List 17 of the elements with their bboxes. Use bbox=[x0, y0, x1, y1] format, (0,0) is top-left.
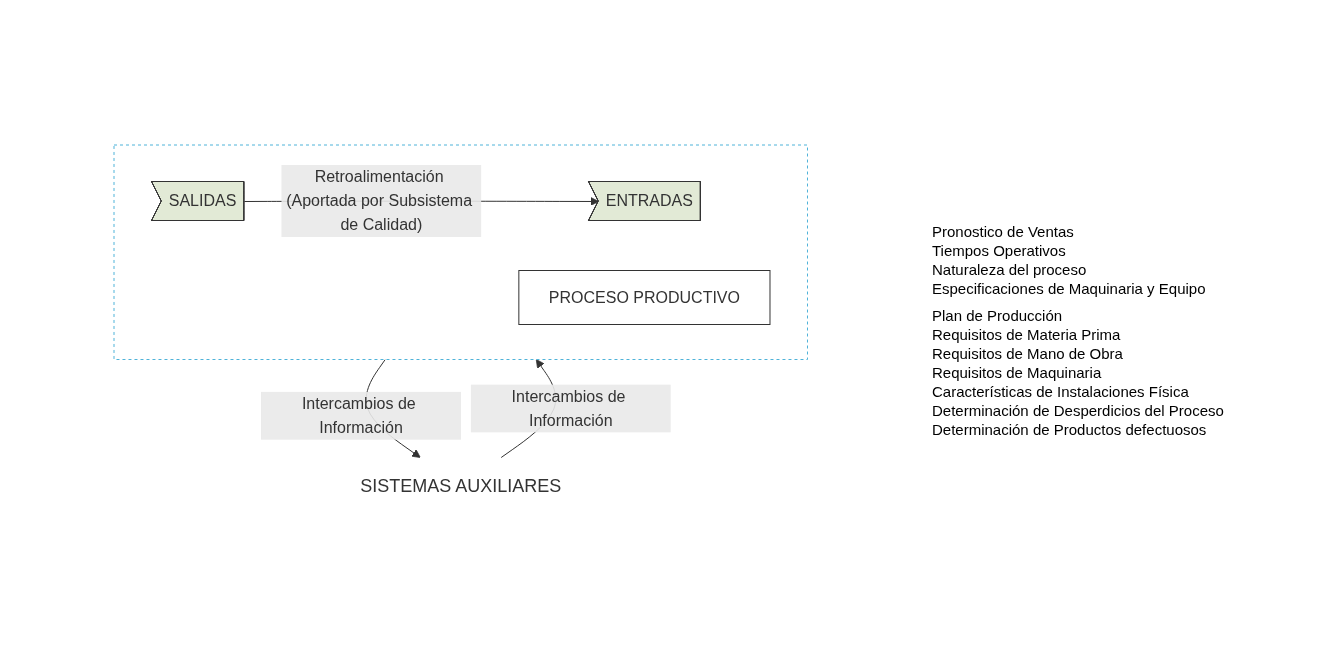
list-item: Especificaciones de Maquinaria y Equipo bbox=[932, 279, 1207, 297]
list-item: Requisitos de Maquinaria bbox=[932, 363, 1103, 381]
edge-label: Intercambios de Información bbox=[302, 394, 416, 436]
node-box: PROCESO PRODUCTIVO bbox=[518, 270, 771, 326]
cluster bbox=[113, 144, 809, 361]
list-item: Requisitos de Mano de Obra bbox=[932, 344, 1124, 362]
list-item: Plan de Producción bbox=[932, 306, 1064, 324]
list-item: Determinación de Desperdicios del Proceso bbox=[932, 401, 1225, 419]
node-text: SISTEMAS AUXILIARES bbox=[360, 475, 562, 496]
list-item: Determinación de Productos defectuosos bbox=[932, 420, 1208, 438]
edge-label: Retroalimentación (Aportada por Subsistema de Calidad) bbox=[286, 168, 473, 234]
list-item: Pronostico de Ventas bbox=[932, 222, 1075, 240]
list-item: Naturaleza del proceso bbox=[932, 260, 1088, 278]
list-item: Tiempos Operativos bbox=[932, 241, 1067, 259]
list-item: Características de Instalaciones Física bbox=[932, 382, 1190, 400]
edge-label: Intercambios de Información bbox=[511, 387, 626, 429]
list-item: Requisitos de Materia Prima bbox=[932, 325, 1122, 343]
